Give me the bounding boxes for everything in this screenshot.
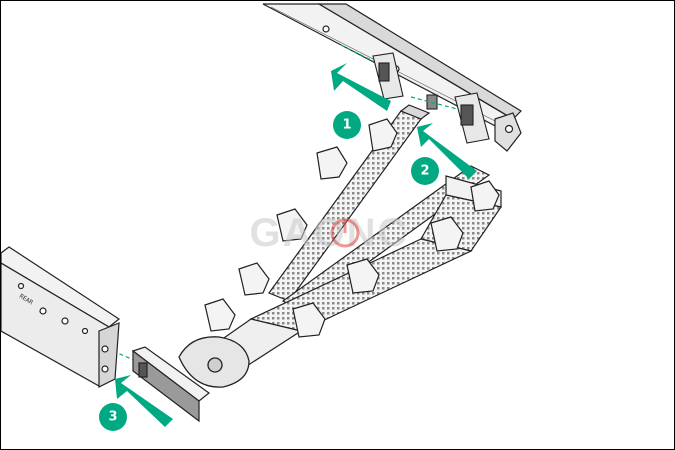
arrow-step-2 <box>417 123 477 179</box>
watermark-text: GAONC <box>250 211 409 255</box>
cable-clips <box>204 118 500 338</box>
step-callout-1: 1 <box>333 111 361 139</box>
alignment-guides <box>112 44 458 362</box>
insertion-arrows <box>115 63 477 427</box>
step-label-2: 2 <box>420 164 429 179</box>
cma-rear-bracket <box>131 346 210 423</box>
rail-latch-1 <box>372 52 490 144</box>
arrow-step-1 <box>331 63 391 111</box>
step-label-1: 1 <box>342 118 351 133</box>
rack-rail-left <box>1 246 121 388</box>
watermark-logo: GAONC <box>250 211 409 255</box>
step-callout-3: 3 <box>99 403 127 431</box>
step-label-3: 3 <box>108 410 117 425</box>
step-callout-2: 2 <box>411 157 439 185</box>
arrow-step-3 <box>115 375 173 427</box>
cma-elbow-joint <box>178 336 250 388</box>
